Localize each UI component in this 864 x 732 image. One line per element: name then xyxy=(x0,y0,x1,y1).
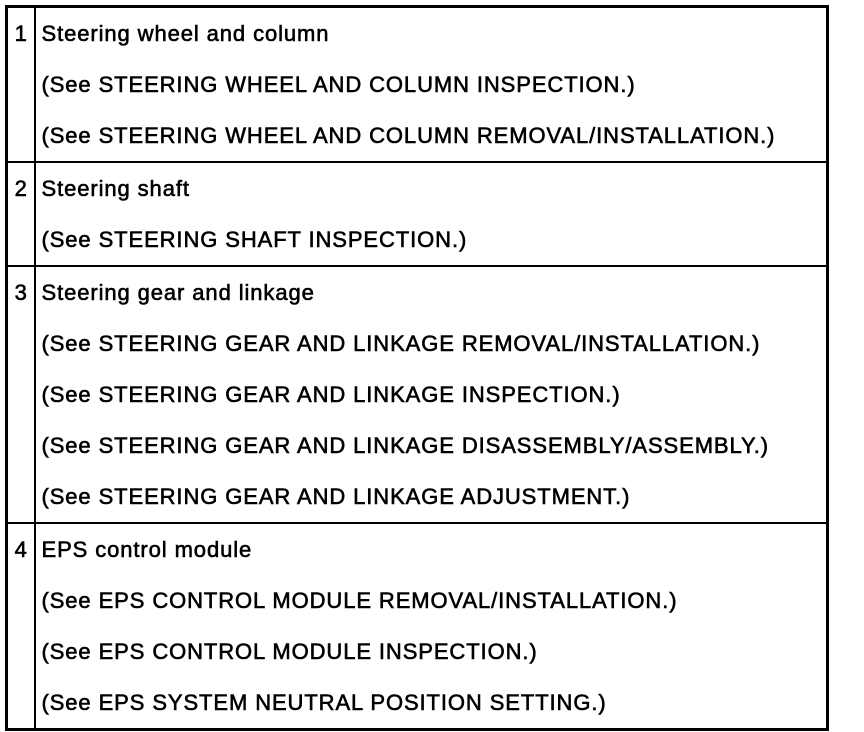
item-number: 1 xyxy=(14,20,27,46)
item-number: 2 xyxy=(14,175,27,201)
item-description-cell: Steering shaft (See STEERING SHAFT INSPE… xyxy=(33,161,829,267)
see-reference: (See STEERING WHEEL AND COLUMN REMOVAL/I… xyxy=(41,122,776,148)
table-row: 1 Steering wheel and column (See STEERIN… xyxy=(5,5,829,163)
parts-reference-table: 1 Steering wheel and column (See STEERIN… xyxy=(5,5,829,731)
table-body: 1 Steering wheel and column (See STEERIN… xyxy=(5,5,829,731)
item-number-cell: 4 xyxy=(5,522,36,731)
item-title: Steering gear and linkage xyxy=(41,279,315,305)
table-row: 4 EPS control module (See EPS CONTROL MO… xyxy=(5,522,829,731)
item-number-cell: 2 xyxy=(5,161,36,267)
see-reference: (See STEERING GEAR AND LINKAGE INSPECTIO… xyxy=(41,381,621,407)
see-reference: (See EPS CONTROL MODULE REMOVAL/INSTALLA… xyxy=(41,587,678,613)
parts-reference-table-container: 1 Steering wheel and column (See STEERIN… xyxy=(5,5,829,731)
item-number-cell: 1 xyxy=(5,5,36,163)
see-reference: (See STEERING GEAR AND LINKAGE DISASSEMB… xyxy=(41,432,769,458)
item-title: Steering shaft xyxy=(41,175,190,201)
table-row: 2 Steering shaft (See STEERING SHAFT INS… xyxy=(5,161,829,267)
see-reference: (See EPS CONTROL MODULE INSPECTION.) xyxy=(41,638,538,664)
item-title: EPS control module xyxy=(41,536,253,562)
see-reference: (See EPS SYSTEM NEUTRAL POSITION SETTING… xyxy=(41,689,607,715)
item-number: 3 xyxy=(14,279,27,305)
item-title: Steering wheel and column xyxy=(41,20,330,46)
item-description-cell: Steering wheel and column (See STEERING … xyxy=(33,5,829,163)
table-row: 3 Steering gear and linkage (See STEERIN… xyxy=(5,265,829,524)
item-number-cell: 3 xyxy=(5,265,36,524)
see-reference: (See STEERING GEAR AND LINKAGE ADJUSTMEN… xyxy=(41,483,631,509)
item-description-cell: EPS control module (See EPS CONTROL MODU… xyxy=(33,522,829,731)
see-reference: (See STEERING SHAFT INSPECTION.) xyxy=(41,226,468,252)
see-reference: (See STEERING WHEEL AND COLUMN INSPECTIO… xyxy=(41,71,636,97)
item-number: 4 xyxy=(14,536,27,562)
see-reference: (See STEERING GEAR AND LINKAGE REMOVAL/I… xyxy=(41,330,761,356)
item-description-cell: Steering gear and linkage (See STEERING … xyxy=(33,265,829,524)
